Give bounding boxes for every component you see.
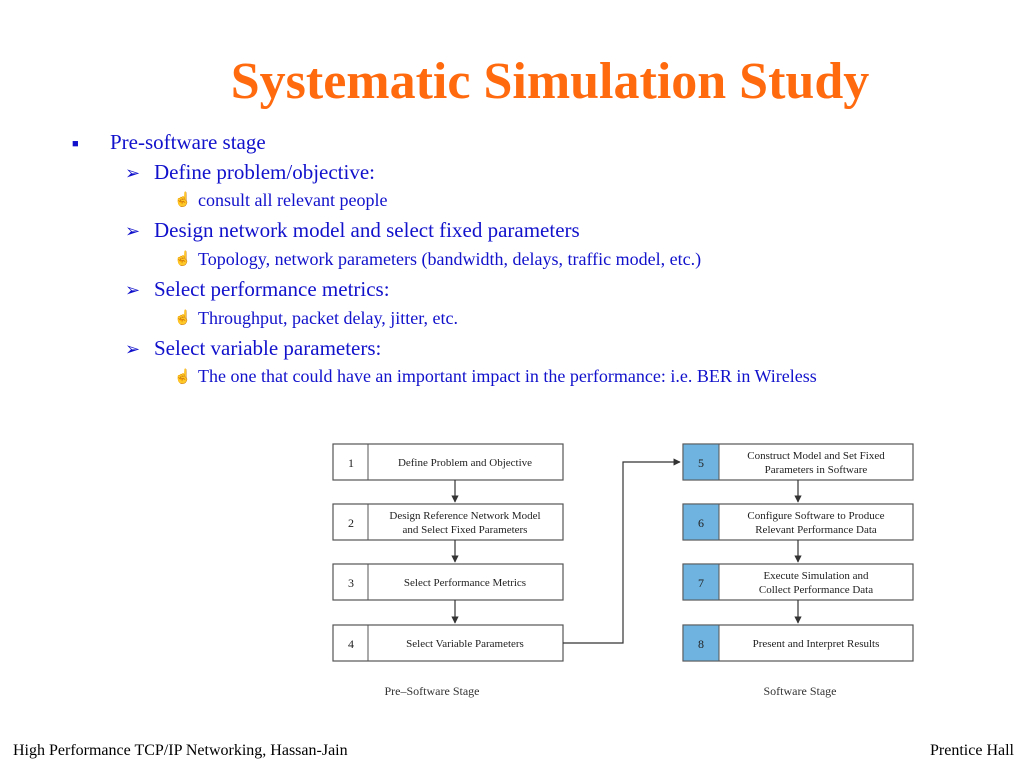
flow-step-7: 7 Execute Simulation and Collect Perform…: [682, 563, 914, 601]
arrowhead-bullet-icon: ➢: [125, 339, 141, 359]
pre-software-stage-caption: Pre–Software Stage: [385, 684, 480, 698]
pointing-hand-icon: ☝: [174, 370, 192, 385]
footer-publisher: Prentice Hall: [930, 742, 1014, 759]
bullet-select-variable-parameters: Select variable parameters:: [154, 336, 382, 360]
flow-step-number: 3: [348, 576, 354, 590]
flow-step-number: 4: [348, 637, 354, 651]
flow-step-number: 1: [348, 456, 354, 470]
flow-step-label: Relevant Performance Data: [755, 524, 877, 536]
flow-step-label: Select Variable Parameters: [406, 638, 524, 650]
simulation-flow-diagram: 1 Define Problem and Objective 2 Design …: [332, 443, 914, 698]
flow-step-label: Configure Software to Produce: [747, 510, 884, 522]
flow-step-3: 3 Select Performance Metrics: [332, 563, 564, 601]
flow-step-number: 6: [698, 516, 704, 530]
flow-step-number: 8: [698, 637, 704, 651]
sub-bullet-topology: Topology, network parameters (bandwidth,…: [198, 249, 702, 269]
flow-step-number: 2: [348, 516, 354, 530]
bullet-list: ■ Pre-software stage ➢ Define problem/ob…: [72, 130, 817, 386]
flow-step-label: Design Reference Network Model: [389, 510, 540, 522]
bullet-design-network-model: Design network model and select fixed pa…: [154, 218, 580, 242]
flow-step-6: 6 Configure Software to Produce Relevant…: [682, 503, 914, 541]
square-bullet-icon: ■: [72, 138, 79, 150]
flow-step-2: 2 Design Reference Network Model and Sel…: [332, 503, 564, 541]
flow-step-5: 5 Construct Model and Set Fixed Paramete…: [682, 443, 914, 481]
flow-step-8: 8 Present and Interpret Results: [682, 624, 914, 662]
flow-step-label: Select Performance Metrics: [404, 577, 526, 589]
bullet-select-performance-metrics: Select performance metrics:: [154, 277, 390, 301]
bullet-pre-software-stage: Pre-software stage: [110, 130, 266, 154]
flow-step-label: Present and Interpret Results: [753, 638, 880, 650]
arrowhead-bullet-icon: ➢: [125, 163, 141, 183]
flow-step-label: Parameters in Software: [765, 464, 868, 476]
arrowhead-bullet-icon: ➢: [125, 221, 141, 241]
flow-step-label: Execute Simulation and: [763, 570, 869, 582]
arrowhead-bullet-icon: ➢: [125, 280, 141, 300]
sub-bullet-ber-wireless: The one that could have an important imp…: [198, 366, 817, 386]
slide-title: Systematic Simulation Study: [230, 53, 870, 110]
footer-course-title: High Performance TCP/IP Networking, Hass…: [13, 742, 348, 759]
flow-connector-arrow: [563, 458, 681, 644]
sub-bullet-throughput: Throughput, packet delay, jitter, etc.: [198, 308, 459, 328]
sub-bullet-consult: consult all relevant people: [198, 190, 388, 210]
flow-step-4: 4 Select Variable Parameters: [332, 624, 564, 662]
flow-step-number: 5: [698, 456, 704, 470]
software-stage-caption: Software Stage: [764, 684, 837, 698]
pointing-hand-icon: ☝: [174, 193, 192, 208]
flow-step-number: 7: [698, 576, 704, 590]
flow-step-label: Construct Model and Set Fixed: [747, 450, 885, 462]
pointing-hand-icon: ☝: [174, 311, 192, 326]
flow-step-label: and Select Fixed Parameters: [403, 524, 528, 536]
flow-step-1: 1 Define Problem and Objective: [332, 443, 564, 481]
bullet-define-problem: Define problem/objective:: [154, 160, 376, 184]
flow-step-label: Collect Performance Data: [759, 584, 873, 596]
pointing-hand-icon: ☝: [174, 252, 192, 267]
flow-step-label: Define Problem and Objective: [398, 457, 532, 469]
